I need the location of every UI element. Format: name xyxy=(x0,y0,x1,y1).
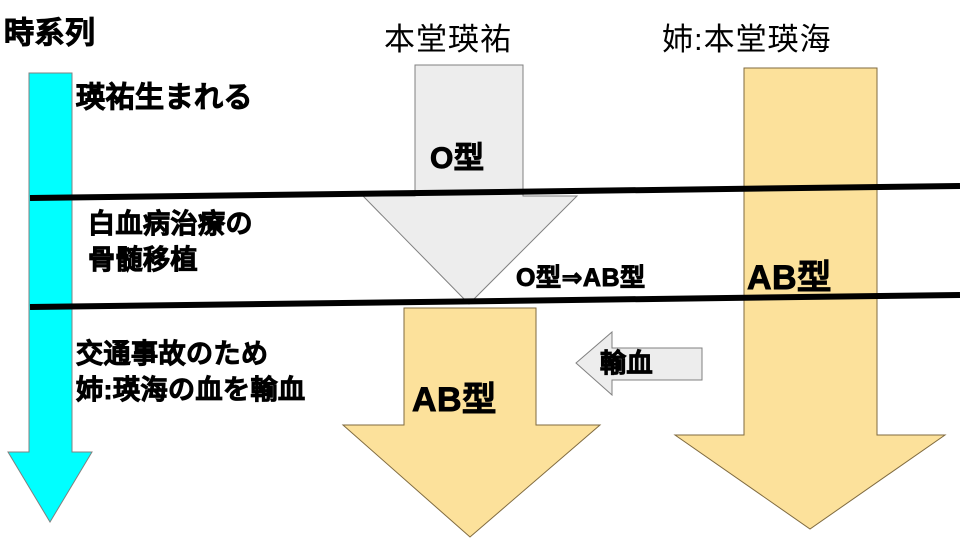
blood-type-label-main-after: AB型 xyxy=(412,381,497,420)
timeline-event-birth: 瑛祐生まれる xyxy=(76,82,254,115)
timeline-event-transplant-line2: 骨髄移植 xyxy=(88,245,198,276)
timeline-event-transplant-line1: 白血病治療の xyxy=(88,209,253,240)
timeline-arrow xyxy=(7,72,93,523)
blood-type-label-main-before: O型 xyxy=(430,142,485,176)
timeline-event-transfusion-line1: 交通事故のため xyxy=(76,339,269,370)
transfusion-arrow-label: 輸血 xyxy=(600,348,654,379)
timeline-event-transfusion-line2: 姉:瑛海の血を輸血 xyxy=(76,375,306,406)
blood-type-change-label: O型⇒AB型 xyxy=(516,264,646,293)
transfusion-arrow xyxy=(575,330,703,397)
page-title: 時系列 xyxy=(4,17,96,51)
divider-line-2 xyxy=(29,292,960,310)
blood-type-label-sister: AB型 xyxy=(747,259,832,298)
column-header-person-sister: 姉:本堂瑛海 xyxy=(662,22,832,57)
timeline-event-transfusion: 交通事故のため 姉:瑛海の血を輸血 xyxy=(76,336,306,408)
column-header-person-main: 本堂瑛祐 xyxy=(384,22,512,57)
divider-line-1 xyxy=(29,183,960,201)
timeline-event-transplant: 白血病治療の 骨髄移植 xyxy=(88,206,253,278)
blood-type-ab-main-arrow xyxy=(341,307,602,538)
